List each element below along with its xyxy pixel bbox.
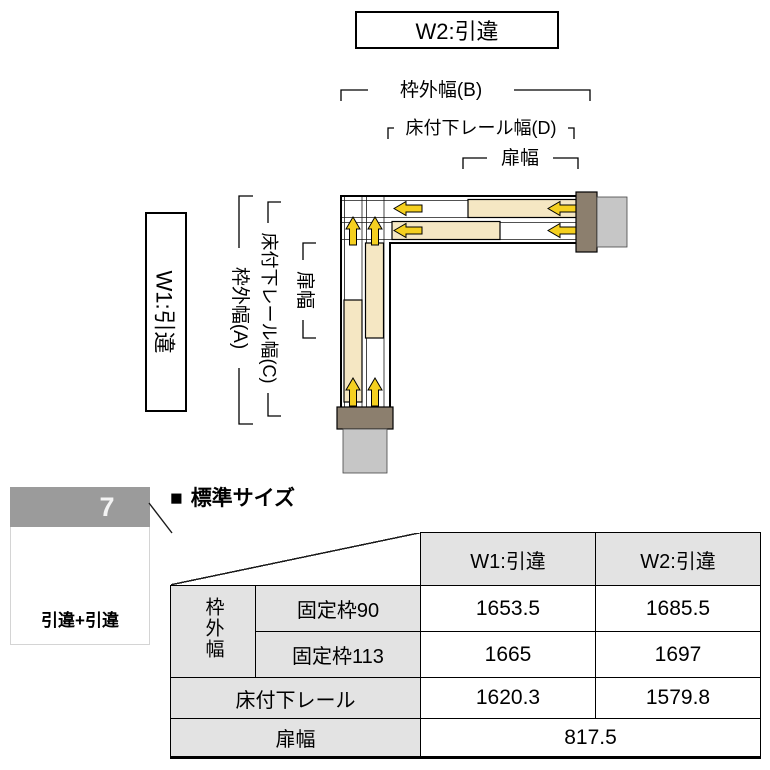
- w2-caption: W2:引違: [415, 19, 499, 44]
- dim-label-outer-width-a: 枠外幅(A): [228, 248, 250, 368]
- arrow-up-icon: [367, 216, 383, 246]
- index-tab-body: 引違+引違: [10, 527, 150, 645]
- row-label-floor-rail: 床付下レール: [170, 677, 421, 719]
- value-fixed-frame-90-w2: 1685.5: [595, 585, 761, 632]
- wall-bottom: [342, 428, 388, 474]
- arrow-left-icon: [393, 200, 423, 217]
- w2-caption-box: W2:引違: [355, 11, 559, 49]
- value-fixed-frame-113-w2: 1697: [595, 631, 761, 678]
- row-label-door-width: 扉幅: [170, 718, 421, 759]
- column-header-w2: W2:引違: [595, 532, 761, 586]
- index-tab-label: 引違+引違: [41, 611, 119, 630]
- arrow-left-icon: [393, 222, 423, 239]
- index-tab-number: 7: [99, 491, 115, 522]
- row-label-fixed-frame-113: 固定枠113: [255, 631, 421, 678]
- standard-size-heading-text: 標準サイズ: [190, 487, 296, 510]
- value-floor-rail-w1: 1620.3: [420, 677, 596, 719]
- arrow-up-icon: [345, 377, 361, 407]
- dim-label-outer-width-b: 枠外幅(B): [368, 80, 514, 101]
- dimension-lines: [238, 89, 591, 425]
- door-panels: [343, 198, 579, 403]
- square-bullet-icon: ■: [170, 487, 183, 510]
- w1-caption-box: W1:引違: [145, 212, 187, 412]
- tab-to-table-connector-line: [148, 502, 173, 534]
- dim-label-rail-width-c: 床付下レール幅(C): [258, 223, 280, 393]
- frame-block-right: [575, 191, 598, 253]
- door-panel-top-left: [391, 220, 501, 241]
- standard-size-heading: ■ 標準サイズ: [170, 482, 295, 512]
- arrow-up-icon: [345, 216, 361, 246]
- index-tab-header: 7: [10, 487, 150, 527]
- dim-label-door-width-top: 扉幅: [487, 148, 553, 169]
- row-label-fixed-frame-90: 固定枠90: [255, 585, 421, 632]
- slide-direction-arrows: [345, 200, 577, 407]
- row-group-outer-width-label: 枠外幅: [202, 597, 224, 660]
- table-corner-diagonal-cell: [170, 532, 421, 586]
- arrow-left-icon: [547, 222, 577, 239]
- column-header-w1: W1:引違: [420, 532, 596, 586]
- value-floor-rail-w2: 1579.8: [595, 677, 761, 719]
- track-frame: [340, 195, 590, 407]
- frame-block-bottom: [336, 406, 394, 430]
- dim-label-rail-width-d: 床付下レール幅(D): [394, 118, 568, 139]
- value-door-width: 817.5: [420, 718, 761, 759]
- standard-size-table: W1:引違 W2:引違 枠外幅 固定枠90 1653.5 1685.5 固定枠1…: [170, 532, 761, 759]
- corner-sliding-door-diagram: [238, 89, 628, 474]
- value-fixed-frame-90-w1: 1653.5: [420, 585, 596, 632]
- door-panel-left-upper: [364, 242, 385, 339]
- dim-label-door-width-left: 扉幅: [293, 260, 315, 320]
- arrow-up-icon: [367, 377, 383, 407]
- value-fixed-frame-113-w1: 1665: [420, 631, 596, 678]
- wall-blocks: [336, 191, 628, 474]
- wall-right: [596, 196, 628, 248]
- row-group-outer-width: 枠外幅: [170, 585, 256, 678]
